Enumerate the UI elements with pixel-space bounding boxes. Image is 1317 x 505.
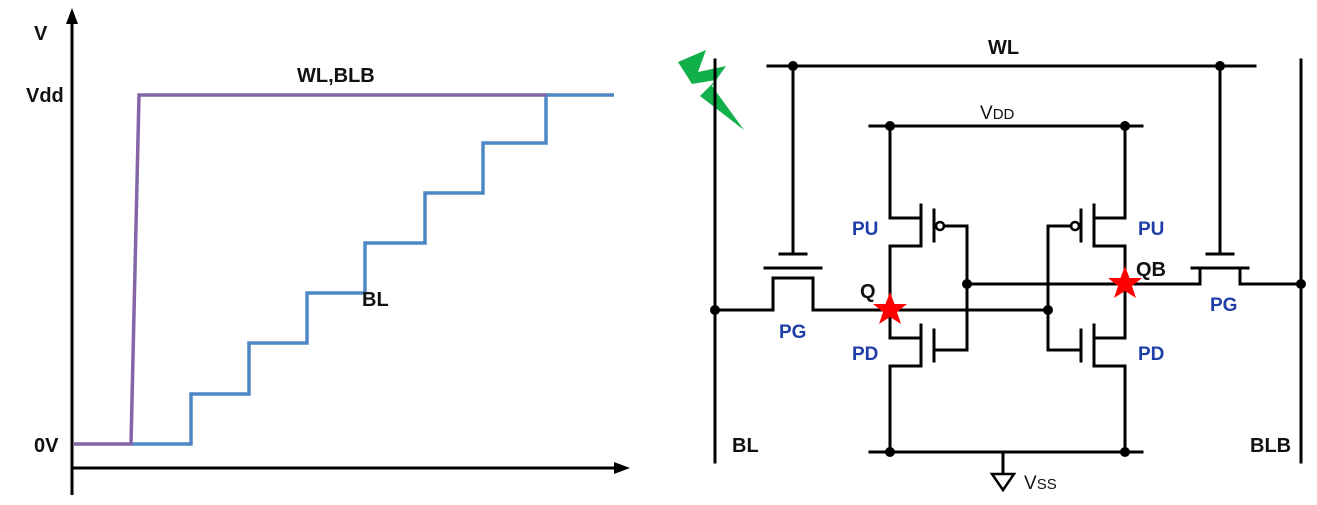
junction-dot [710,305,720,315]
junction-dot [1296,279,1306,289]
node-q-label: Q [860,281,876,303]
left-inverter: PU PD [852,124,972,454]
bl-label: BL [362,289,389,311]
pg-right-transistor: PG [1190,252,1303,316]
pd-left-label: PD [852,344,878,365]
ground-icon [989,472,1017,493]
bl-waveform [131,93,614,446]
pu-right-label: PU [1138,219,1164,240]
pd-right-label: PD [1138,344,1164,365]
wl-blb-label: WL,BLB [297,65,375,87]
x-axis-arrow-icon [614,462,630,474]
wl-label: WL [988,37,1019,59]
sram-cell-schematic: BL BLB WL VDD VSS PU [678,37,1306,494]
pg-left-label: PG [779,322,806,343]
star-icon [873,292,907,324]
lightning-bolt-icon [678,50,744,130]
bl-line-label: BL [732,435,759,457]
vdd-label: VDD [980,103,1015,124]
y-axis-label: V [34,23,48,45]
pu-left-label: PU [852,219,878,240]
y-axis-arrow-icon [66,8,78,24]
node-qb-label: QB [1136,259,1166,281]
right-inverter: PU PD [1043,124,1164,454]
waveform-panel: V Vdd 0V WL,BLB BL [26,8,630,495]
tick-label-0v: 0V [34,435,59,457]
pg-right-label: PG [1210,295,1237,316]
star-icon [1108,266,1142,298]
blb-line-label: BLB [1250,435,1291,457]
pg-left-transistor: PG [713,252,823,343]
vss-label: VSS [1024,473,1057,494]
wl-blb-waveform [74,93,546,446]
tick-label-vdd: Vdd [26,85,64,107]
